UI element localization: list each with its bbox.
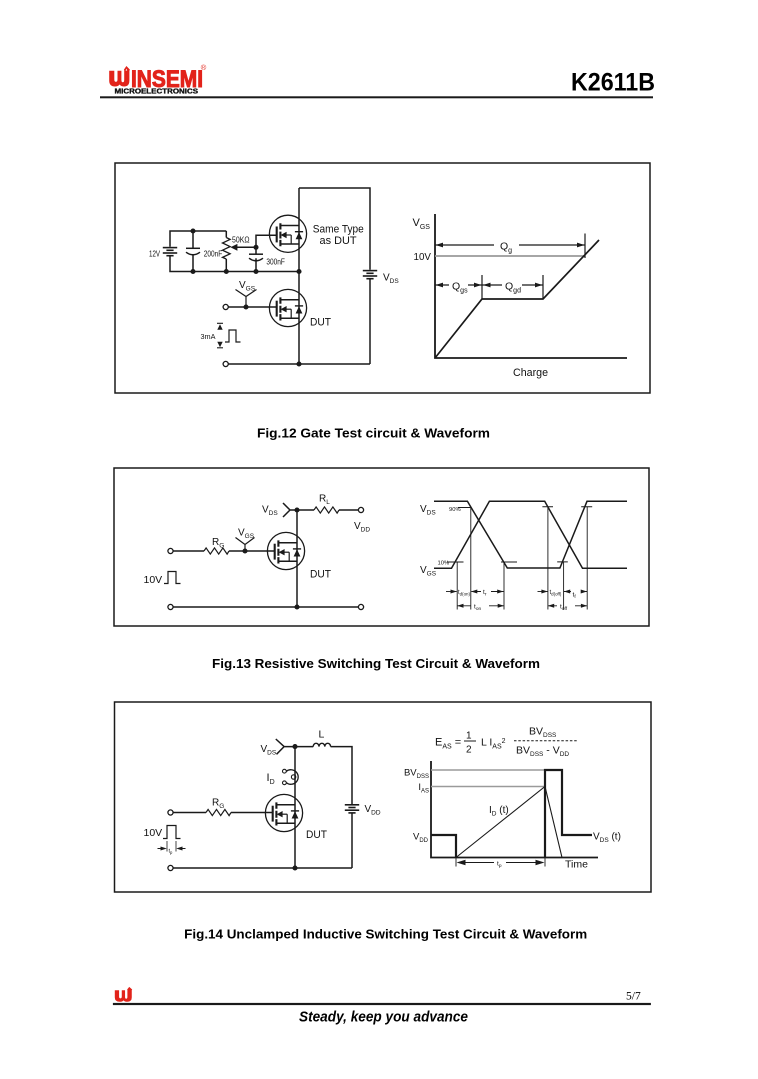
svg-text:as DUT: as DUT xyxy=(320,235,357,247)
svg-text:300nF: 300nF xyxy=(266,257,285,266)
svg-text:5/7: 5/7 xyxy=(626,991,641,1003)
svg-text:L IAS2: L IAS2 xyxy=(481,737,506,751)
svg-text:RL: RL xyxy=(319,494,330,507)
svg-text:DUT: DUT xyxy=(310,569,331,581)
svg-text:K2611B: K2611B xyxy=(571,69,655,97)
svg-text:BVDSS: BVDSS xyxy=(404,768,429,780)
svg-text:ID (t): ID (t) xyxy=(489,805,509,818)
svg-text:Qg: Qg xyxy=(500,241,512,255)
svg-text:VGS: VGS xyxy=(413,217,431,231)
svg-text:Charge: Charge xyxy=(513,367,548,379)
svg-text:toff: toff xyxy=(560,604,568,613)
svg-text:VDD: VDD xyxy=(365,804,381,817)
svg-text:BVDSS - VDD: BVDSS - VDD xyxy=(516,745,569,759)
svg-text:RG: RG xyxy=(212,537,224,550)
svg-text:ton: ton xyxy=(474,604,481,613)
svg-text:Steady, keep you advance: Steady, keep you advance xyxy=(299,1010,468,1026)
svg-text:90%: 90% xyxy=(449,507,461,513)
svg-text:VDS: VDS xyxy=(383,273,399,286)
svg-text:VDD: VDD xyxy=(354,521,370,534)
svg-text:Fig.12 Gate Test circuit & Wav: Fig.12 Gate Test circuit & Waveform xyxy=(257,427,490,441)
svg-text:50KΩ: 50KΩ xyxy=(232,236,250,245)
svg-text:200nF: 200nF xyxy=(204,249,223,258)
svg-text:td(off): td(off) xyxy=(550,590,562,597)
svg-text:VDS: VDS xyxy=(262,505,278,518)
svg-text:VDS: VDS xyxy=(420,504,436,517)
svg-text:VGS: VGS xyxy=(238,528,255,541)
svg-text:Qgs: Qgs xyxy=(452,281,468,295)
svg-text:tp: tp xyxy=(169,849,174,855)
svg-text:RG: RG xyxy=(212,798,224,811)
svg-text:DUT: DUT xyxy=(306,829,327,841)
svg-text:L: L xyxy=(319,729,325,741)
svg-text:tf: tf xyxy=(573,592,577,601)
svg-text:VGS: VGS xyxy=(239,280,256,293)
svg-text:VGS: VGS xyxy=(420,565,437,578)
svg-text:10V: 10V xyxy=(414,252,432,263)
svg-text:VDD: VDD xyxy=(413,832,429,844)
svg-text:10%: 10% xyxy=(438,561,450,567)
svg-text:tp: tp xyxy=(497,861,502,870)
svg-text:VDS: VDS xyxy=(261,744,277,757)
svg-text:12V: 12V xyxy=(149,249,161,258)
svg-text:Same Type: Same Type xyxy=(313,224,364,236)
svg-text:INSEMI: INSEMI xyxy=(131,67,203,93)
svg-text:2: 2 xyxy=(466,745,472,756)
svg-text:3mA: 3mA xyxy=(201,332,216,341)
svg-text:Qgd: Qgd xyxy=(505,281,521,295)
svg-text:tr: tr xyxy=(483,589,487,598)
svg-text:Time: Time xyxy=(565,859,588,871)
svg-text:®: ® xyxy=(201,63,207,72)
svg-text:10V: 10V xyxy=(144,574,163,586)
svg-text:VDS (t): VDS (t) xyxy=(593,832,621,845)
svg-text:DUT: DUT xyxy=(310,316,331,328)
svg-text:Fig.14 Unclamped Inductive Swi: Fig.14 Unclamped Inductive Switching Tes… xyxy=(184,928,587,942)
svg-text:IAS: IAS xyxy=(418,782,429,794)
svg-text:Fig.13 Resistive Switching Tes: Fig.13 Resistive Switching Test Circuit … xyxy=(212,657,540,671)
svg-text:td(on): td(on) xyxy=(458,590,470,597)
svg-text:1: 1 xyxy=(466,731,472,742)
svg-text:MICROELECTRONICS: MICROELECTRONICS xyxy=(115,87,199,96)
svg-text:ID: ID xyxy=(267,772,275,786)
svg-text:BVDSS: BVDSS xyxy=(529,726,557,740)
svg-text:10V: 10V xyxy=(144,827,163,839)
svg-text:EAS =: EAS = xyxy=(435,737,461,751)
